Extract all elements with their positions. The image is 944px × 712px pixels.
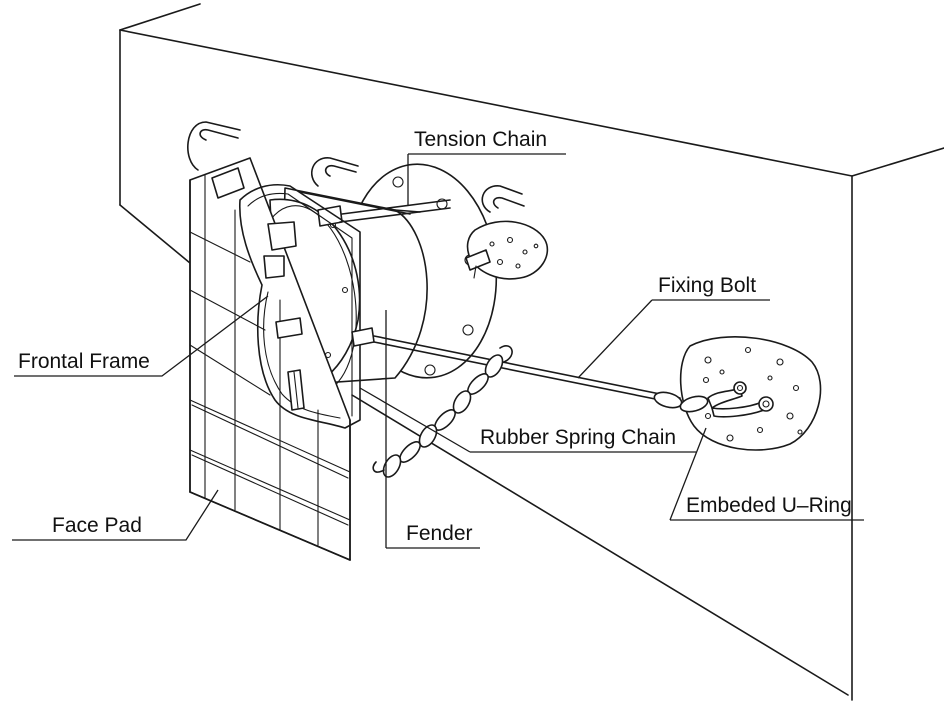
inner-channels — [263, 221, 305, 411]
leader-rubber-spring-chain — [359, 387, 696, 453]
labels: Tension Chain Fixing Bolt Frontal Frame … — [18, 128, 852, 545]
quay-wall — [119, 3, 944, 701]
embedded-hooks — [187, 121, 525, 213]
tension-chain-bracket — [317, 199, 451, 227]
label-fixing-bolt: Fixing Bolt — [658, 274, 756, 297]
frontal-frame — [239, 184, 361, 429]
leader-fender — [385, 310, 480, 549]
label-rubber-spring-chain: Rubber Spring Chain — [480, 426, 676, 449]
leader-frontal-frame — [14, 295, 269, 377]
leader-lines — [12, 153, 864, 549]
anchor-patch-lower — [679, 336, 822, 451]
leader-tension-chain — [407, 153, 566, 206]
embeded-u-ring — [653, 381, 774, 418]
label-embeded-u-ring: Embeded U–Ring — [686, 494, 852, 517]
label-fender: Fender — [406, 522, 473, 545]
label-face-pad: Face Pad — [52, 514, 142, 537]
label-frontal-frame: Frontal Frame — [18, 350, 150, 373]
leader-embeded-u-ring — [669, 427, 864, 521]
anchor-patch-upper — [465, 220, 549, 280]
leader-face-pad — [12, 489, 219, 541]
fixing-bolt-rod — [351, 327, 681, 405]
leader-fixing-bolt — [577, 299, 770, 379]
label-tension-chain: Tension Chain — [414, 128, 547, 151]
rubber-spring-chain — [372, 345, 513, 478]
